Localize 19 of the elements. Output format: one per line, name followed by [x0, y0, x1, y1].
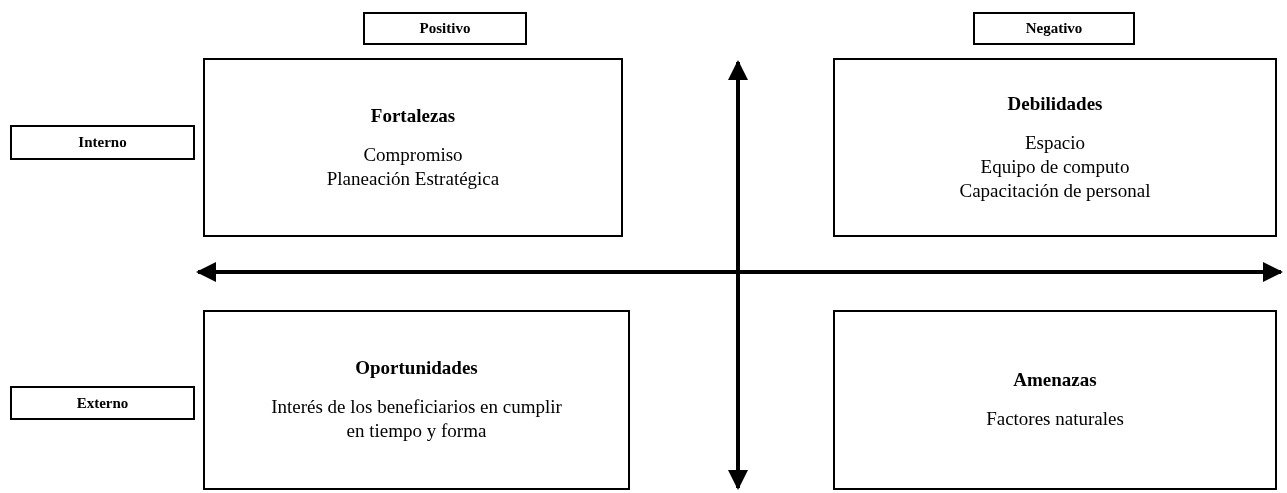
quadrant-heading: Oportunidades — [355, 357, 478, 379]
list-item: Factores naturales — [986, 407, 1124, 431]
quadrant-box — [833, 310, 1277, 490]
quadrant-heading: Amenazas — [1013, 369, 1097, 391]
quadrant-heading: Debilidades — [1007, 92, 1103, 115]
quadrant-box — [833, 58, 1277, 237]
axis-label: Positivo — [363, 12, 527, 45]
axis-label: Interno — [10, 125, 195, 160]
axis-label: Negativo — [973, 12, 1135, 45]
axis-label: Externo — [10, 386, 195, 420]
quadrant-box — [203, 58, 623, 237]
quadrant-box — [203, 310, 630, 490]
list-item: Planeación Estratégica — [326, 166, 500, 191]
list-item: Interés de los beneficiarios en cumplir en tiempo y forma — [270, 395, 563, 443]
quadrant-heading: Fortalezas — [370, 104, 456, 127]
list-item: Espacio — [1023, 130, 1087, 155]
list-item: Capacitación de personal — [959, 178, 1151, 203]
list-item: Equipo de computo — [979, 154, 1131, 179]
list-item: Compromiso — [362, 142, 464, 167]
